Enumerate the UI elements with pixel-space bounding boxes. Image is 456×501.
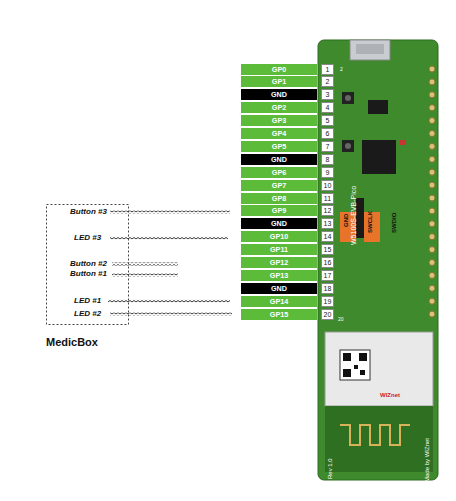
pin-label: GP10 [241, 231, 317, 242]
pin-name: GP15 [241, 309, 317, 320]
silk-text: 2 [340, 66, 343, 72]
pin-number: 13 [321, 218, 334, 229]
pin-number: 15 [321, 244, 334, 255]
board-name: W5100S-EVB-Pico [350, 186, 357, 245]
callout-label: Button #3 [70, 207, 109, 216]
pin-label: GP2 [241, 102, 317, 113]
pin-number: 8 [321, 154, 334, 165]
silk-text: Rev 1.0 [327, 458, 333, 479]
pin-label: GP14 [241, 296, 317, 307]
silk-text: GND [343, 214, 349, 227]
pin-number: 7 [321, 141, 334, 152]
pin-name: GND [241, 283, 317, 294]
pin-number: 17 [321, 270, 334, 281]
pin-name: GP5 [241, 141, 317, 152]
pin-number: 9 [321, 167, 334, 178]
pin-name: GP1 [241, 76, 317, 87]
pin-label: GND [241, 89, 317, 100]
pin-label: GND [241, 283, 317, 294]
pin-number: 16 [321, 257, 334, 268]
pin-number: 19 [321, 296, 334, 307]
pin-number: 1 [321, 64, 334, 75]
callout-label: LED #3 [74, 233, 103, 242]
pin-label: GP15 [241, 309, 317, 320]
pin-label: GP13 [241, 270, 317, 281]
pin-name: GP8 [241, 193, 317, 204]
pin-name: GP12 [241, 257, 317, 268]
pin-number: 10 [321, 180, 334, 191]
pin-label: GP1 [241, 76, 317, 87]
pin-label: GP11 [241, 244, 317, 255]
pin-name: GND [241, 89, 317, 100]
silk-text: WIZnet [380, 392, 400, 398]
pin-name: GP14 [241, 296, 317, 307]
pin-name: GP13 [241, 270, 317, 281]
pin-label: GND [241, 218, 317, 229]
pin-number: 6 [321, 128, 334, 139]
pin-number: 14 [321, 231, 334, 242]
pin-name: GP3 [241, 115, 317, 126]
pin-number: 11 [321, 193, 334, 204]
pin-number: 4 [321, 102, 334, 113]
pin-label: GP9 [241, 205, 317, 216]
pin-label: GP8 [241, 193, 317, 204]
callout-label: LED #1 [74, 296, 103, 305]
pin-label: GP4 [241, 128, 317, 139]
pin-number: 12 [321, 205, 334, 216]
pin-label: GP12 [241, 257, 317, 268]
pin-name: GND [241, 218, 317, 229]
callout-label: Button #2 [70, 259, 109, 268]
pin-number: 2 [321, 76, 334, 87]
pin-number: 18 [321, 283, 334, 294]
pin-label: GP3 [241, 115, 317, 126]
pin-label: GP5 [241, 141, 317, 152]
pin-label: GP7 [241, 180, 317, 191]
pin-name: GP0 [241, 64, 317, 75]
pin-name: GP7 [241, 180, 317, 191]
pin-number: 3 [321, 89, 334, 100]
callout-label: LED #2 [74, 309, 103, 318]
silk-text: SWDIO [391, 213, 397, 233]
pin-number: 5 [321, 115, 334, 126]
silk-text: 20 [338, 316, 344, 322]
pin-name: GP10 [241, 231, 317, 242]
pin-number: 20 [321, 309, 334, 320]
silk-text: Made by WIZnet [424, 438, 430, 482]
pin-label: GND [241, 154, 317, 165]
pin-name: GP11 [241, 244, 317, 255]
pin-label: GP0 [241, 64, 317, 75]
pin-name: GP9 [241, 205, 317, 216]
pin-name: GP4 [241, 128, 317, 139]
pin-name: GP2 [241, 102, 317, 113]
pin-label: GP6 [241, 167, 317, 178]
group-title: MedicBox [46, 336, 98, 348]
callout-label: Button #1 [70, 269, 109, 278]
pin-name: GND [241, 154, 317, 165]
pin-name: GP6 [241, 167, 317, 178]
silk-text: SWCLK [367, 211, 373, 233]
